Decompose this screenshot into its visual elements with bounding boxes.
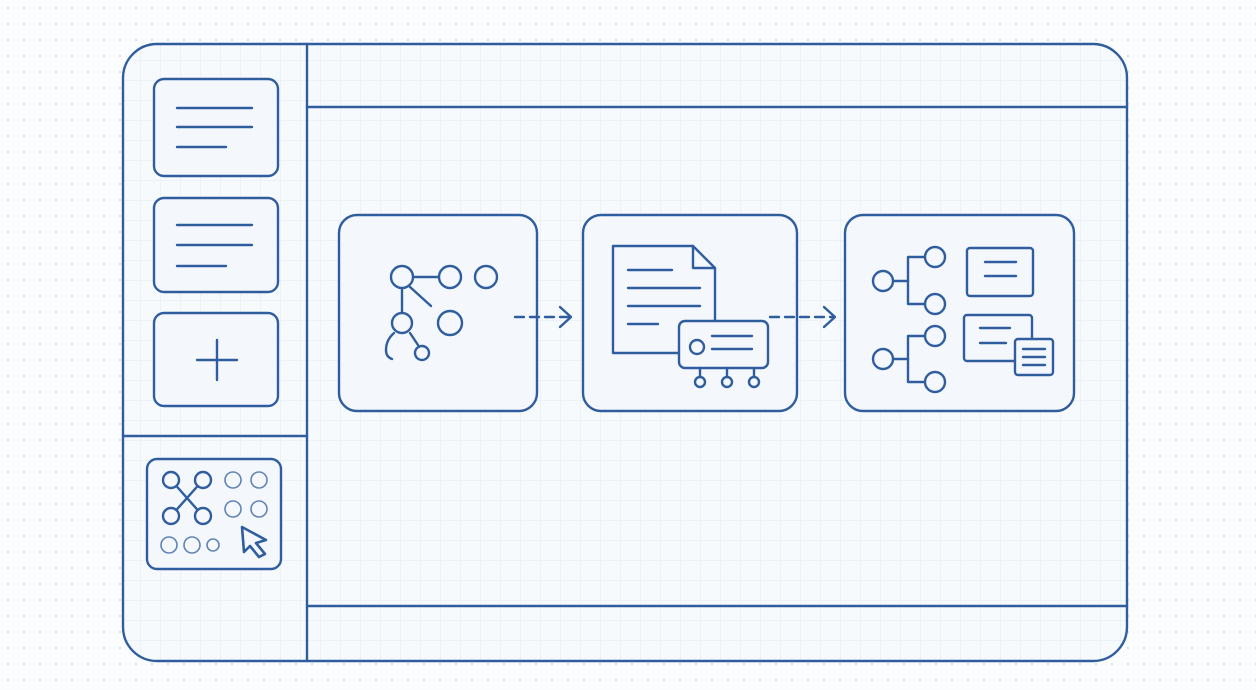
sidebar-item-document-1[interactable] [154,79,278,176]
add-item-button[interactable] [154,313,278,406]
workflow-step-3[interactable] [845,215,1074,411]
workflow-step-2[interactable] [583,215,797,411]
workflow-step-1[interactable] [339,215,537,411]
sidebar-item-document-2[interactable] [154,198,278,292]
node-palette[interactable] [147,459,281,569]
